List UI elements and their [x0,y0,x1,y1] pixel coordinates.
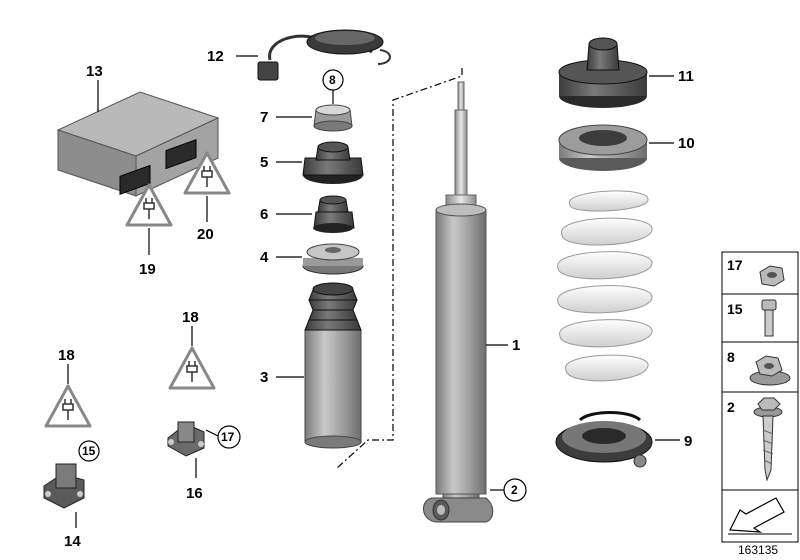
callout-14: 14 [64,533,81,550]
upper-spring-pad-11 [558,37,648,108]
callout-6: 6 [260,206,268,223]
callout-18-upper: 18 [182,309,199,326]
callout-7: 7 [260,109,268,126]
direction-arrow-icon [728,497,792,535]
lower-spring-seat-9 [555,411,653,468]
socket-bolt-icon [761,299,777,337]
rubber-mount-6 [313,195,355,233]
callout-13: 13 [86,63,103,80]
legend-number-2: 2 [727,399,735,415]
hex-flange-bolt-icon [753,397,783,482]
sensor-bracket-14 [43,463,85,509]
diagram-reference-number: 163135 [738,543,778,557]
circled-number-17: 17 [221,430,235,444]
electrical-warning-triangle-18-upper-icon [168,346,216,390]
legend-number-15: 15 [727,301,743,317]
legend-number-8: 8 [727,349,735,365]
callout-19: 19 [139,261,156,278]
control-unit [56,91,220,197]
circled-callout-17 [217,425,241,449]
flange-nut-icon [749,355,791,386]
circled-number-2: 2 [511,483,518,497]
sensor-bracket-16 [167,421,205,457]
support-bearing-5 [302,141,364,184]
callout-18-lower: 18 [58,347,75,364]
circled-callout-15 [78,440,100,462]
legend-number-17: 17 [727,257,743,273]
callout-1: 1 [512,337,520,354]
circled-callout-2 [503,478,527,502]
callout-9: 9 [684,433,692,450]
shock-absorber-1 [423,81,494,523]
fastener-legend: 17 15 8 2 [721,251,799,543]
callout-11: 11 [678,68,694,85]
callout-20: 20 [197,226,214,243]
dust-boot-3 [304,282,362,449]
coil-spring [557,190,653,382]
electrical-warning-triangle-18-lower-icon [44,384,92,428]
callout-12: 12 [207,48,224,65]
circled-number-15: 15 [82,444,96,458]
spring-seat-10 [558,124,648,171]
height-sensor [257,29,391,81]
circled-number-8: 8 [329,73,336,87]
spacer-7 [313,104,353,132]
protective-cap-4 [302,243,364,275]
hex-nut-icon [759,265,785,287]
electrical-warning-triangle-19-icon [125,183,173,227]
callout-4: 4 [260,249,269,266]
electrical-warning-triangle-20-icon [183,151,231,195]
callout-3: 3 [260,369,268,386]
callout-10: 10 [678,135,695,152]
callout-16: 16 [186,485,203,502]
callout-5: 5 [260,154,268,171]
